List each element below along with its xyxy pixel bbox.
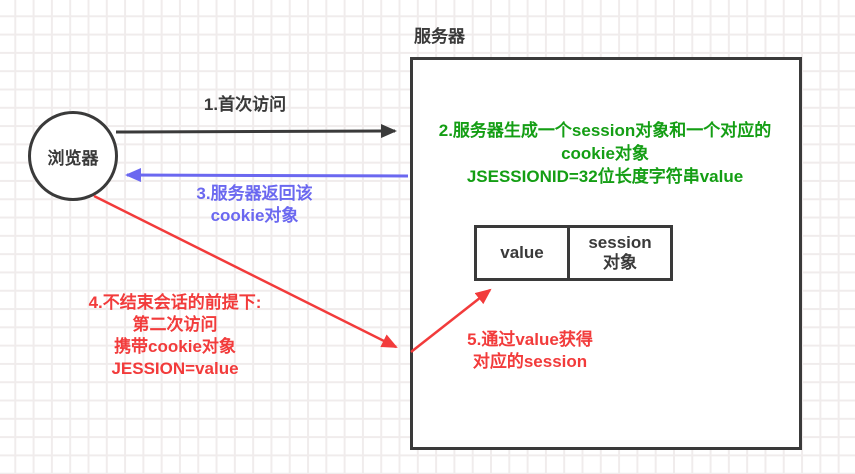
- value-cell: value: [477, 228, 570, 278]
- arrow-step3-return-cookie: [125, 168, 409, 183]
- arrow-step1-first-visit: [115, 124, 397, 139]
- step4-label: 4.不结束会话的前提下: 第二次访问 携带cookie对象 JESSION=va…: [88, 293, 262, 379]
- server-title: 服务器: [414, 27, 465, 46]
- session-table: value session 对象: [474, 225, 673, 281]
- session-object-cell: session 对象: [588, 233, 652, 272]
- browser-node: 浏览器: [28, 111, 118, 201]
- step3-label: 3.服务器返回该 cookie对象: [196, 184, 313, 226]
- step1-label: 1.首次访问: [203, 95, 287, 114]
- step2-label: 2.服务器生成一个session对象和一个对应的 cookie对象 JSESSI…: [438, 121, 772, 186]
- step5-label: 5.通过value获得 对应的session: [467, 330, 593, 372]
- browser-label: 浏览器: [47, 148, 99, 168]
